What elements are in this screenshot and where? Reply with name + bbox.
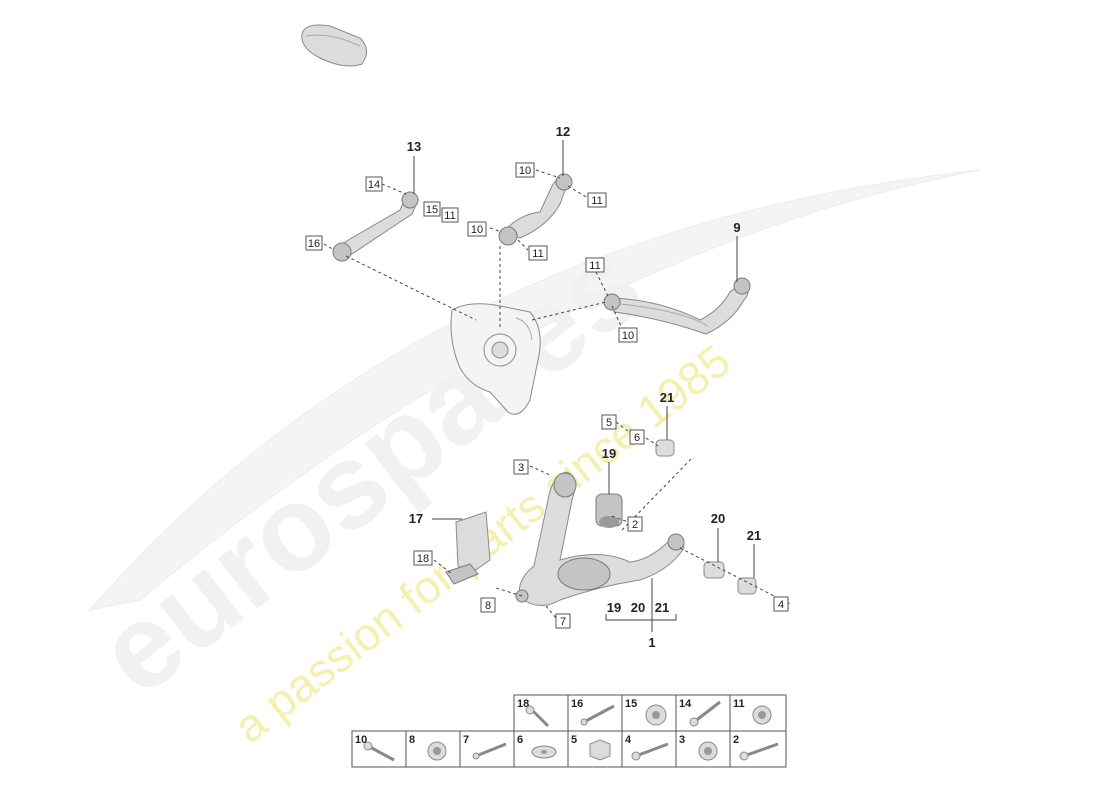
ref-box-11-c: 11 [528,245,548,261]
ref-box-8-label: 8 [485,600,491,612]
grid-num-16: 16 [571,698,583,710]
grid-cell-5: 5 [567,730,623,768]
grid-cell-3: 3 [675,730,731,768]
grid-num-7: 7 [463,734,469,746]
grid-cell-2: 2 [729,730,787,768]
ref-box-11-a-label: 11 [444,210,455,222]
callout-numbers: 13 12 9 21 19 17 20 21 19 20 21 1 [407,124,761,650]
bushing-20 [703,561,725,579]
bushing-19 [595,493,623,528]
wheel-carrier [450,303,541,415]
ref-box-14: 14 [365,176,383,192]
fastener-grid: 18 16 15 14 11 10 [351,694,787,768]
callout-group-20: 20 [631,600,645,615]
ref-box-10-c: 10 [618,327,638,343]
callout-21-top: 21 [660,390,674,405]
ref-box-4-label: 4 [778,599,784,611]
callout-group-21: 21 [655,600,669,615]
ref-box-10-b: 10 [467,221,487,237]
callout-13: 13 [407,139,421,154]
assembly-lines [323,169,791,619]
grid-cell-6: 6 [513,730,569,768]
ref-box-7-label: 7 [560,616,566,628]
ref-box-4: 4 [773,596,789,612]
ref-box-3-label: 3 [518,462,524,474]
ref-box-11-c-label: 11 [532,248,543,260]
callout-19: 19 [602,446,616,461]
ref-box-16: 16 [305,235,323,251]
ref-box-8: 8 [480,597,496,613]
ref-box-11-d-label: 11 [589,260,600,272]
grid-num-18: 18 [517,698,529,710]
callout-12: 12 [556,124,570,139]
ref-box-10-a-label: 10 [519,165,531,177]
ref-box-5-label: 5 [606,417,612,429]
grid-cell-10: 10 [351,730,407,768]
ref-box-11-b: 11 [587,192,607,208]
control-link-13 [332,191,419,262]
grid-num-11: 11 [733,698,745,710]
grid-num-4: 4 [625,734,632,746]
grid-num-8: 8 [409,734,415,746]
grid-num-3: 3 [679,734,685,746]
grid-cell-11: 11 [729,694,787,732]
grid-num-15: 15 [625,698,637,710]
ref-box-11-d: 11 [585,257,605,273]
callout-group-19: 19 [607,600,621,615]
lower-control-arm-1 [515,471,685,606]
callout-lines [413,140,755,632]
ref-box-7: 7 [555,613,571,629]
grid-cell-7: 7 [459,730,515,768]
cap-part [301,24,367,67]
callout-1: 1 [648,635,655,650]
ref-box-15-label: 15 [426,204,438,216]
ref-box-3: 3 [513,459,529,475]
grid-cell-15: 15 [621,694,677,732]
ref-box-2-label: 2 [632,519,638,531]
grid-num-5: 5 [571,734,577,746]
ref-box-10-c-label: 10 [622,330,634,342]
ref-box-6: 6 [629,429,645,445]
washer-21-right [737,577,757,595]
ref-box-14-label: 14 [368,179,380,191]
upper-arm-9 [603,277,751,335]
grid-num-10: 10 [355,734,367,746]
ref-box-10-b-label: 10 [471,224,483,236]
callout-9: 9 [733,220,740,235]
grid-cell-4: 4 [621,730,677,768]
grid-num-14: 14 [679,698,692,710]
grid-cell-14: 14 [675,694,731,732]
bracket-17 [445,511,491,585]
washer-21-top [655,439,675,457]
ref-box-6-label: 6 [634,432,640,444]
ref-box-15: 15 [423,201,441,217]
grid-cell-8: 8 [405,730,461,768]
grid-num-6: 6 [517,734,523,746]
ref-box-18-label: 18 [417,553,429,565]
ref-box-16-label: 16 [308,238,320,250]
ref-box-5: 5 [601,414,617,430]
grid-cell-16: 16 [567,694,623,732]
ref-box-2: 2 [627,516,643,532]
ref-box-18: 18 [413,550,433,566]
callout-20: 20 [711,511,725,526]
callout-21-right: 21 [747,528,761,543]
ref-box-11-a: 11 [441,207,459,223]
callout-17: 17 [409,511,423,526]
grid-num-2: 2 [733,734,739,746]
grid-cell-18: 18 [513,694,569,732]
ref-box-10-a: 10 [515,162,535,178]
ref-box-11-b-label: 11 [591,195,602,207]
